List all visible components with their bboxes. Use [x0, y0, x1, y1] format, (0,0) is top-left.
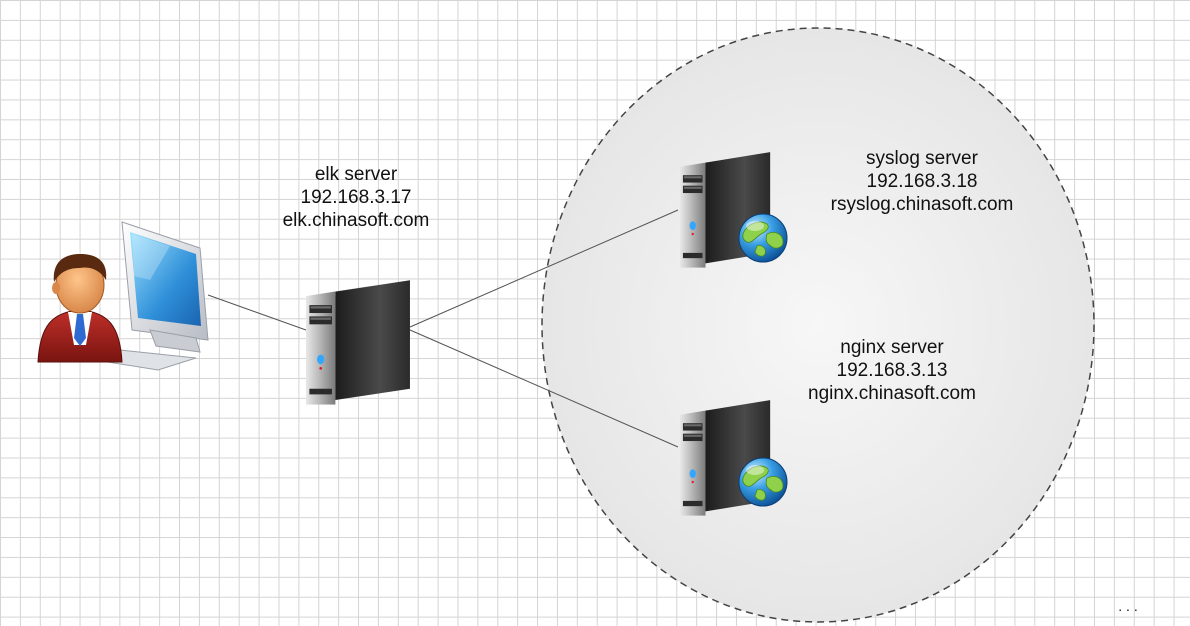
monitor-icon — [106, 221, 209, 371]
elk-server-host: elk.chinasoft.com — [282, 210, 430, 231]
elk-server-icon — [306, 280, 410, 405]
nginx-server-label: nginx server 192.168.3.13 nginx.chinasof… — [782, 336, 1002, 405]
syslog-server-host: rsyslog.chinasoft.com — [830, 194, 1014, 215]
link-elk-nginx — [409, 329, 679, 448]
globe-icon — [738, 213, 788, 263]
nginx-server-host: nginx.chinasoft.com — [808, 383, 976, 404]
user-icon — [37, 254, 123, 363]
more-indicator[interactable]: . . . — [1118, 598, 1138, 614]
nginx-server-name: nginx server — [840, 337, 944, 358]
syslog-server-label: syslog server 192.168.3.18 rsyslog.china… — [802, 147, 1042, 216]
link-client-elk — [207, 294, 307, 331]
nginx-server-ip: 192.168.3.13 — [836, 360, 948, 381]
elk-server-label: elk server 192.168.3.17 elk.chinasoft.co… — [256, 163, 456, 232]
syslog-server-ip: 192.168.3.18 — [866, 171, 978, 192]
elk-server-ip: 192.168.3.17 — [300, 187, 412, 208]
globe-icon — [738, 457, 788, 507]
elk-server-name: elk server — [314, 164, 398, 185]
server-zone — [541, 27, 1095, 623]
link-elk-syslog — [409, 209, 679, 328]
syslog-server-name: syslog server — [866, 148, 978, 169]
